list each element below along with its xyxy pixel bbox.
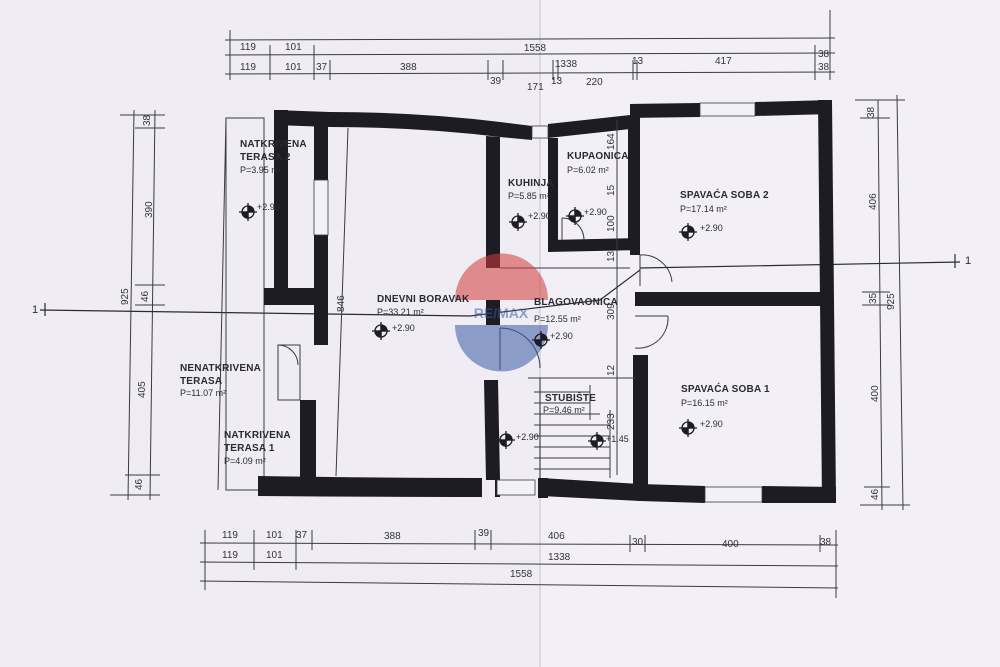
dim-left-c: 46 <box>140 290 151 302</box>
kuhinja-area: P=5.85 m² <box>508 191 550 201</box>
terasa1-name2: TERASA 1 <box>224 443 275 454</box>
dnevni-area: P=33.21 m² <box>377 307 424 317</box>
dim-left-a: 38 <box>142 114 153 126</box>
dim-mid-c: 100 <box>606 215 617 232</box>
terasa2-elev: +2.90 <box>257 202 280 212</box>
dim-top-total: 1558 <box>524 43 547 54</box>
dim-top3-j: 417 <box>715 56 732 67</box>
dim-mid-a: 164 <box>606 133 617 150</box>
dim-bot1-i: 38 <box>820 537 832 548</box>
dim-mid-b: 15 <box>606 184 617 196</box>
soba1-elev: +2.90 <box>700 419 723 429</box>
dim-bot1-b: 101 <box>266 530 283 541</box>
mid-dimensions: 164 15 100 13 309 12 233 <box>606 120 618 475</box>
soba2-name: SPAVAĆA SOBA 2 <box>680 188 769 201</box>
dim-mid-d: 13 <box>606 250 617 262</box>
soba2-elev: +2.90 <box>700 223 723 233</box>
dim-top2-c: 1338 <box>555 59 578 70</box>
kupaonica-elev: +2.90 <box>584 207 607 217</box>
soba1-name: SPAVAĆA SOBA 1 <box>681 382 770 395</box>
dim-right-c: 35 <box>868 292 879 304</box>
dnevni-name: DNEVNI BORAVAK <box>377 294 470 305</box>
section-marker-right: 1 <box>965 255 971 267</box>
dim-left-d: 405 <box>137 381 148 398</box>
dim-bot1-h: 400 <box>722 539 739 550</box>
dim-bot1-a: 119 <box>222 530 238 541</box>
dim-bot2-a: 119 <box>222 550 238 561</box>
kupaonica-name: KUPAONICA <box>567 151 629 162</box>
dnevni-elev: +2.90 <box>392 323 415 333</box>
dim-mid-g: 233 <box>606 413 617 430</box>
interior-lines <box>277 127 673 478</box>
dim-bot1-g: 30 <box>632 537 644 548</box>
dim-top3-b: 101 <box>285 62 302 73</box>
terasa2-name1: NATKRIVENA <box>240 139 307 150</box>
dim-top3-f: 171 <box>527 82 544 93</box>
room-labels: NATKRIVENA TERASA 2 P=3.95 m² +2.90 NENA… <box>180 139 770 466</box>
dim-top3-e: 39 <box>490 76 502 87</box>
dim-top3-k: 38 <box>818 62 830 73</box>
dim-top2-b: 101 <box>285 42 302 53</box>
remax-text: RE/MAX <box>474 305 529 321</box>
dim-left-b: 390 <box>144 201 155 218</box>
dim-right-total: 925 <box>886 293 897 310</box>
dim-mid-f: 12 <box>606 364 617 376</box>
terasa2-area: P=3.95 m² <box>240 165 282 175</box>
right-dimensions: 38 406 35 400 46 925 <box>855 94 910 511</box>
nenatkrivena-name2: TERASA <box>180 376 222 387</box>
dim-bot1-c: 37 <box>296 530 308 541</box>
soba2-area: P=17.14 m² <box>680 204 727 214</box>
blagovaonica-area: P=12.55 m² <box>534 314 581 324</box>
terasa2-name2: TERASA 2 <box>240 152 291 163</box>
dim-top2-a: 119 <box>240 42 256 53</box>
kuhinja-name: KUHINJA <box>508 178 554 189</box>
terasa1-area: P=4.09 m² <box>224 456 266 466</box>
dim-top2-d: 38 <box>818 49 830 60</box>
dim-bot1-e: 39 <box>478 528 490 539</box>
remax-watermark: RE/MAX <box>455 253 548 372</box>
dim-top3-i: 13 <box>632 56 644 67</box>
dim-bot2-c: 1338 <box>548 552 571 563</box>
stubiste-elev1: +2.90 <box>516 432 539 442</box>
dim-left-e: 46 <box>134 478 145 490</box>
dim-bot1-f: 406 <box>548 531 565 542</box>
soba1-area: P=16.15 m² <box>681 398 728 408</box>
dim-right-e: 46 <box>870 488 881 500</box>
dim-right-d: 400 <box>870 385 881 402</box>
kupaonica-area: P=6.02 m² <box>567 165 609 175</box>
dim-right-a: 38 <box>866 106 877 118</box>
nenatkrivena-area: P=11.07 m² <box>180 388 226 398</box>
top-dimensions: 1558 119 101 1338 38 119 101 37 388 39 1… <box>224 10 836 93</box>
nenatkrivena-name1: NENATKRIVENA <box>180 363 261 374</box>
terasa1-name1: NATKRIVENA <box>224 430 291 441</box>
dim-top3-c: 37 <box>316 62 328 73</box>
section-marker-left: 1 <box>32 304 38 316</box>
blagovaonica-elev: +2.90 <box>550 331 573 341</box>
blagovaonica-name: BLAGOVAONICA <box>534 297 618 308</box>
dim-bot-total: 1558 <box>510 569 533 580</box>
stubiste-area: P=9.46 m² <box>543 405 585 415</box>
dim-top3-h: 220 <box>586 77 603 88</box>
kuhinja-elev: +2.90 <box>528 211 551 221</box>
dim-top3-d: 388 <box>400 62 417 73</box>
dim-bot2-b: 101 <box>266 550 283 561</box>
windows <box>313 102 763 503</box>
dim-mid-e: 309 <box>606 303 617 320</box>
elevation-markers <box>239 203 697 450</box>
dim-right-b: 406 <box>868 193 879 210</box>
dim-top3-g: 13 <box>551 76 563 87</box>
dim-bot1-d: 388 <box>384 531 401 542</box>
dim-left-total: 925 <box>120 288 131 305</box>
bottom-dimensions: 119 101 37 388 39 406 30 400 38 119 101 … <box>199 528 839 598</box>
stubiste-name: STUBIŠTE <box>545 391 596 404</box>
dim-top3-a: 119 <box>240 62 256 73</box>
